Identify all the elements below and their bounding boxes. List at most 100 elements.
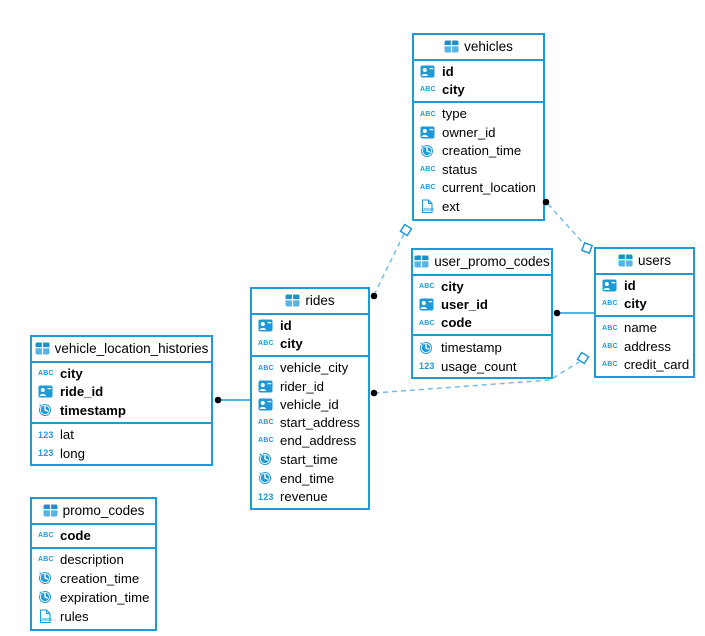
column-user_id[interactable]: user_id (413, 296, 551, 314)
column-start_address[interactable]: ABC start_address (252, 414, 368, 432)
number-type-icon: 123 (38, 429, 54, 440)
column-description[interactable]: ABC description (32, 551, 155, 569)
column-name: city (624, 296, 647, 312)
column-city[interactable]: ABC city (32, 365, 211, 383)
column-id[interactable]: id (414, 63, 543, 81)
column-name[interactable]: ABC name (596, 319, 693, 337)
primary-key-section: ABC city user_id ABC code (413, 273, 551, 335)
entity-table-vehicle-location-histories[interactable]: vehicle_location_histories ABC city ride… (30, 335, 213, 467)
column-end_address[interactable]: ABC end_address (252, 432, 368, 450)
abc-type-icon: ABC (602, 342, 618, 350)
column-name: timestamp (441, 340, 502, 355)
relation-vehicles-rides[interactable] (370, 223, 413, 300)
abc-type-icon: ABC (420, 86, 436, 94)
relation-vehicles-users[interactable] (542, 198, 594, 255)
primary-key-section: id ABC city (596, 272, 693, 315)
column-name: revenue (280, 489, 328, 505)
column-status[interactable]: ABC status (414, 160, 543, 178)
relation-vehicle-location-histories-rides[interactable] (214, 396, 250, 404)
table-header[interactable]: vehicle_location_histories (32, 337, 211, 361)
column-name: address (624, 338, 671, 354)
table-icon (444, 40, 459, 53)
column-usage_count[interactable]: 123 usage_count (413, 357, 551, 375)
json-type-icon: JSON (420, 199, 442, 214)
svg-text:JSON: JSON (422, 207, 434, 212)
clock-type-icon (419, 340, 441, 355)
column-code[interactable]: ABC code (413, 314, 551, 332)
column-long[interactable]: 123 long (32, 444, 211, 462)
column-creation_time[interactable]: creation_time (414, 141, 543, 160)
column-name: start_address (280, 415, 360, 431)
table-header[interactable]: user_promo_codes (413, 250, 551, 274)
column-name: ext (442, 199, 460, 215)
table-header[interactable]: promo_codes (32, 499, 155, 523)
column-rider_id[interactable]: rider_id (252, 377, 368, 395)
column-name: creation_time (60, 570, 140, 586)
table-header[interactable]: rides (252, 289, 368, 313)
columns-section: ABC vehicle_city rider_id vehicle_id ABC… (252, 354, 368, 508)
clock-type-icon (420, 144, 442, 158)
column-type[interactable]: ABC type (414, 105, 543, 123)
column-rules[interactable]: JSON rules (32, 607, 155, 627)
column-code[interactable]: ABC code (32, 527, 155, 545)
primary-key-section: id ABC city (252, 312, 368, 355)
column-name: id (442, 64, 454, 79)
column-city[interactable]: ABC city (413, 278, 551, 296)
column-name: city (441, 279, 464, 294)
abc-type-icon: ABC (258, 419, 274, 427)
column-address[interactable]: ABC address (596, 337, 693, 355)
id-type-icon (602, 279, 624, 292)
table-icon (43, 504, 58, 517)
table-name: users (637, 253, 671, 268)
column-credit_card[interactable]: ABC credit_card (596, 355, 693, 373)
primary-key-section: id ABC city (414, 58, 543, 101)
clock-type-icon (258, 471, 280, 485)
column-name: expiration_time (60, 589, 150, 605)
column-vehicle_id[interactable]: vehicle_id (252, 395, 368, 413)
column-start_time[interactable]: start_time (252, 450, 368, 469)
clock-type-icon (38, 590, 60, 604)
column-ride_id[interactable]: ride_id (32, 383, 211, 401)
column-expiration_time[interactable]: expiration_time (32, 588, 155, 607)
column-timestamp[interactable]: timestamp (413, 338, 551, 357)
number-type-icon: 123 (258, 491, 274, 502)
column-city[interactable]: ABC city (414, 81, 543, 99)
relation-user-promo-codes-users[interactable] (553, 309, 594, 317)
column-name: rules (60, 609, 89, 625)
column-timestamp[interactable]: timestamp (32, 401, 211, 420)
entity-table-rides[interactable]: rides id ABC city ABC vehicle_city rider… (250, 287, 370, 511)
column-end_time[interactable]: end_time (252, 469, 368, 488)
entity-table-users[interactable]: users id ABC city ABC name ABC address A… (594, 247, 695, 378)
abc-type-icon: ABC (258, 437, 274, 445)
abc-type-icon: ABC (420, 165, 436, 173)
id-type-icon (258, 319, 280, 332)
column-ext[interactable]: JSON ext (414, 197, 543, 217)
abc-type-icon: ABC (602, 300, 618, 308)
column-city[interactable]: ABC city (596, 295, 693, 313)
column-name: rider_id (280, 378, 324, 394)
primary-key-section: ABC code (32, 522, 155, 547)
column-lat[interactable]: 123 lat (32, 426, 211, 444)
column-name: usage_count (441, 358, 517, 374)
column-creation_time[interactable]: creation_time (32, 569, 155, 588)
column-current_location[interactable]: ABC current_location (414, 179, 543, 197)
table-header[interactable]: users (596, 249, 693, 273)
column-revenue[interactable]: 123 revenue (252, 488, 368, 506)
entity-table-vehicles[interactable]: vehicles id ABC city ABC type owner_id (412, 33, 545, 221)
entity-table-promo-codes[interactable]: promo_codes ABC code ABC description cre… (30, 497, 157, 631)
column-id[interactable]: id (252, 317, 368, 335)
table-name: vehicles (464, 39, 513, 54)
abc-type-icon: ABC (38, 370, 54, 378)
entity-table-user-promo-codes[interactable]: user_promo_codes ABC city user_id ABC co… (411, 248, 553, 380)
column-vehicle_city[interactable]: ABC vehicle_city (252, 359, 368, 377)
abc-type-icon: ABC (602, 360, 618, 368)
column-name: id (280, 318, 292, 333)
table-header[interactable]: vehicles (414, 35, 543, 59)
column-name: end_address (280, 433, 357, 449)
column-city[interactable]: ABC city (252, 335, 368, 353)
column-name: vehicle_id (280, 396, 339, 412)
column-name: name (624, 320, 657, 336)
column-owner_id[interactable]: owner_id (414, 123, 543, 141)
column-id[interactable]: id (596, 277, 693, 295)
